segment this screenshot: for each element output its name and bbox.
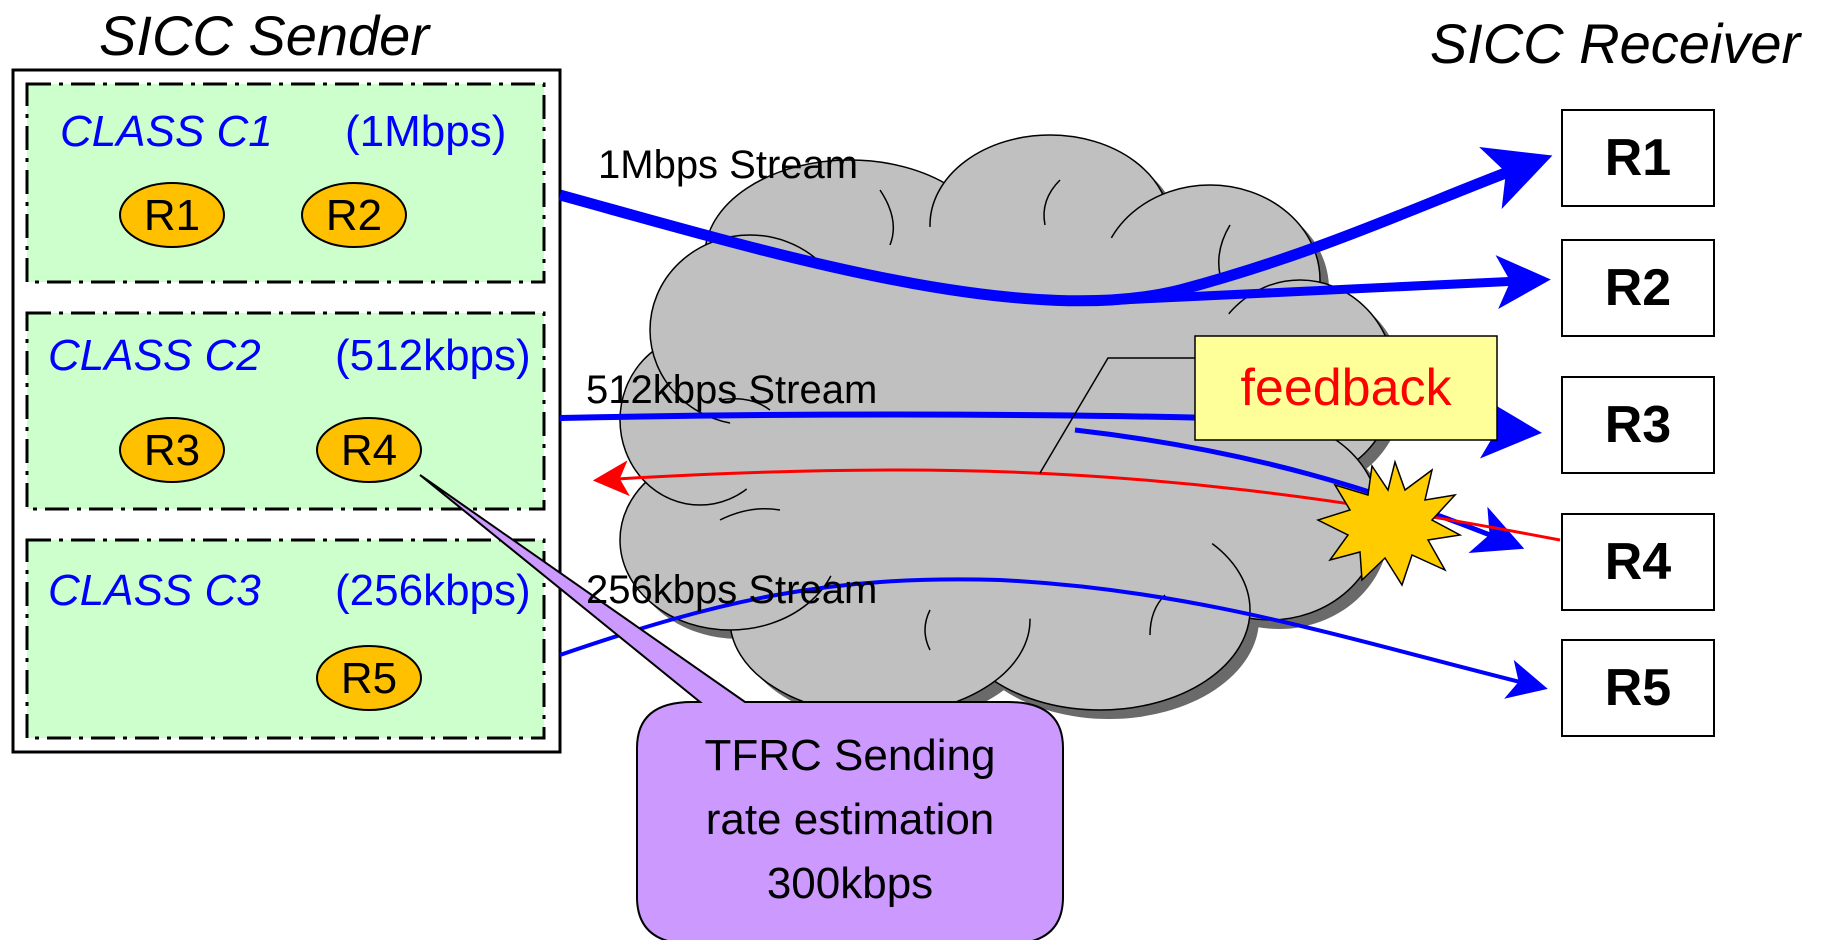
receiver-chip-r4-label: R4 xyxy=(341,426,397,475)
class-box-c1: CLASS C1 (1Mbps) R1 R2 xyxy=(25,82,546,284)
stream-arrow-1mbps-r2 xyxy=(1119,255,1551,310)
receiver-chip-r1 xyxy=(119,182,225,248)
class-box-c2: CLASS C2 (512kbps) R3 R4 xyxy=(25,311,546,511)
stream-label-256kbps: 256kbps Stream xyxy=(586,568,877,612)
receiver-node-r5-label: R5 xyxy=(1605,659,1671,717)
receiver-node-r4-label: R4 xyxy=(1605,533,1672,591)
receiver-node-r3-label: R3 xyxy=(1605,396,1671,454)
receiver-chip-r5-label: R5 xyxy=(341,654,397,703)
receiver-chip-r4 xyxy=(316,417,422,483)
receiver-node-r5: R5 xyxy=(1561,639,1715,737)
stream-arrow-256kbps-r5 xyxy=(559,577,1548,699)
receiver-node-r3: R3 xyxy=(1561,376,1715,474)
packet-loss-burst-icon xyxy=(1316,459,1463,587)
receiver-chip-r5 xyxy=(316,645,422,711)
receiver-chip-r3 xyxy=(119,417,225,483)
receiver-node-r4: R4 xyxy=(1561,513,1715,611)
tfrc-callout xyxy=(419,474,1064,940)
receiver-node-r2-label: R2 xyxy=(1605,259,1671,317)
class-c1-rate: (1Mbps) xyxy=(345,107,506,156)
receiver-node-r2: R2 xyxy=(1561,239,1715,337)
feedback-callout-leader xyxy=(1039,357,1195,474)
class-c2-name: CLASS C2 xyxy=(48,331,261,380)
receiver-chip-r2-label: R2 xyxy=(326,191,382,240)
class-box-c3: CLASS C3 (256kbps) R5 xyxy=(25,538,546,740)
sender-title: SICC Sender xyxy=(99,4,431,67)
tfrc-callout-line-2: rate estimation xyxy=(706,795,995,844)
stream-label-1mbps: 1Mbps Stream xyxy=(598,143,858,187)
receiver-node-r1: R1 xyxy=(1561,109,1715,207)
stream-label-512kbps: 512kbps Stream xyxy=(586,368,877,412)
class-c1-name: CLASS C1 xyxy=(60,107,273,156)
receiver-chip-r1-label: R1 xyxy=(144,191,200,240)
tfrc-callout-line-3: 300kbps xyxy=(767,859,933,908)
feedback-label: feedback xyxy=(1240,359,1452,417)
class-c3-name: CLASS C3 xyxy=(48,566,261,615)
receiver-chip-r2 xyxy=(301,182,407,248)
class-c2-rate: (512kbps) xyxy=(335,331,531,380)
tfrc-callout-line-1: TFRC Sending xyxy=(704,731,995,780)
feedback-label-box xyxy=(1194,335,1498,441)
receiver-node-r1-label: R1 xyxy=(1605,129,1671,187)
receiver-chip-r3-label: R3 xyxy=(144,426,200,475)
stream-arrow-512kbps-r4 xyxy=(1074,427,1525,554)
class-c3-rate: (256kbps) xyxy=(335,566,531,615)
receiver-title: SICC Receiver xyxy=(1430,12,1803,75)
